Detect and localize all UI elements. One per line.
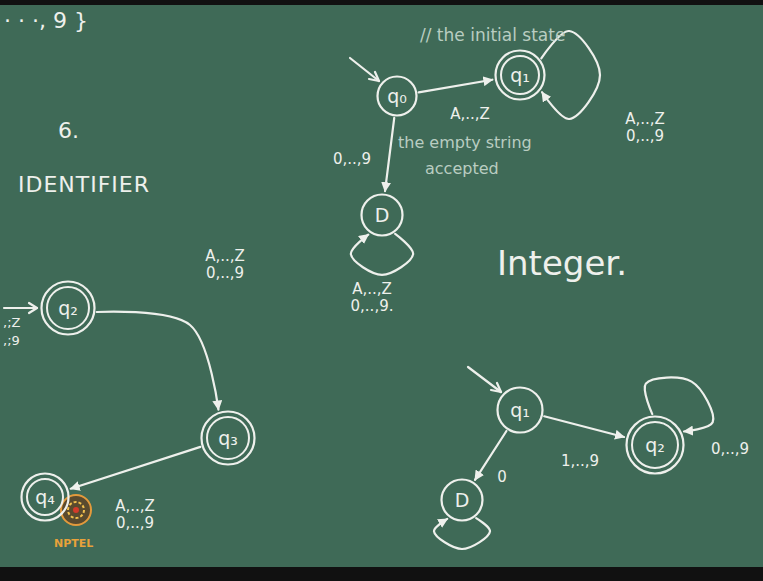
self-loop bbox=[351, 234, 413, 275]
state-name: q₀ bbox=[387, 86, 407, 107]
transition-arrow bbox=[385, 118, 394, 191]
state-circle: q₁ bbox=[496, 386, 544, 434]
set-fragment: · · ·, 9 } bbox=[4, 8, 88, 33]
faint-note: the empty string bbox=[398, 134, 532, 152]
board-frame bbox=[0, 567, 763, 581]
transition-label-box: A,..,Z 0,..,9 bbox=[105, 498, 165, 533]
state-circle: D bbox=[440, 478, 484, 522]
transition-label-box: A,..,Z 0,..,9 bbox=[614, 111, 676, 146]
state-text: q₂ bbox=[58, 298, 78, 319]
state-ring bbox=[362, 195, 403, 236]
item-number: 6. bbox=[58, 118, 79, 143]
start-arrowhead bbox=[369, 72, 379, 81]
state-circle: q₀ bbox=[376, 75, 418, 117]
transition-label: A,..,Z bbox=[448, 106, 492, 123]
accept-ring bbox=[207, 417, 249, 459]
transition-label-box: 1,..,9 bbox=[559, 453, 601, 470]
accept-state: q₁ bbox=[494, 49, 546, 101]
transition-label: 0 bbox=[495, 469, 509, 486]
transition-label-box: A,..,Z 0,..,9 bbox=[194, 248, 256, 283]
transition-label: 0,..,9 bbox=[331, 151, 373, 168]
start-arrow bbox=[4, 307, 37, 309]
transition-label-box: 0 bbox=[495, 469, 509, 486]
state-text: q₁ bbox=[510, 65, 530, 86]
transition-label-box: 0,..,9 bbox=[709, 441, 751, 458]
transition-label: 0,..,9 bbox=[709, 441, 751, 458]
transition-label: A,..,Z 0,..,9 bbox=[194, 248, 256, 283]
state-ring bbox=[42, 282, 95, 335]
start-arrowhead bbox=[29, 303, 37, 313]
transition-label: ,;9 bbox=[3, 334, 20, 349]
accept-ring bbox=[27, 479, 63, 515]
transition-label: 1,..,9 bbox=[559, 453, 601, 470]
state-circle: D bbox=[360, 193, 404, 237]
transition-label: ,;Z bbox=[3, 316, 20, 331]
state-name: q₁ bbox=[510, 400, 530, 421]
state-ring bbox=[496, 51, 545, 100]
transition-label-box: A,..,Z 0,..,9. bbox=[341, 281, 403, 316]
state-text: q₃ bbox=[218, 428, 238, 449]
logo-petals bbox=[68, 502, 84, 518]
accept-state: q₃ bbox=[200, 410, 256, 466]
accept-state: q₂ bbox=[625, 415, 685, 475]
transition-label: A,..,Z 0,..,9. bbox=[341, 281, 403, 316]
state-text: D bbox=[375, 205, 390, 226]
state-name: q₂ bbox=[645, 435, 665, 456]
state-name: q₂ bbox=[58, 298, 78, 319]
section-heading: IDENTIFIER bbox=[18, 172, 150, 197]
state-name: D bbox=[375, 205, 390, 226]
accept-ring bbox=[47, 287, 89, 329]
state-ring bbox=[627, 417, 684, 474]
accept-ring bbox=[501, 56, 539, 94]
transition-arrow bbox=[71, 447, 201, 489]
start-arrowhead bbox=[491, 383, 501, 392]
transition-arrow bbox=[544, 416, 624, 437]
state-ring bbox=[378, 77, 417, 116]
board-frame bbox=[0, 0, 763, 5]
start-arrow bbox=[468, 367, 501, 392]
logo-text: NPTEL bbox=[54, 538, 93, 551]
state-text: q₀ bbox=[387, 86, 407, 107]
state-text: q₁ bbox=[510, 400, 530, 421]
section-heading: Integer. bbox=[497, 244, 627, 283]
logo-center bbox=[73, 507, 79, 513]
state-name: D bbox=[455, 490, 470, 511]
state-name: q₃ bbox=[218, 428, 238, 449]
start-arrow bbox=[350, 58, 379, 81]
transition-label: A,..,Z 0,..,9 bbox=[614, 111, 676, 146]
accept-state: q₄ bbox=[20, 472, 70, 522]
transition-label-box: A,..,Z bbox=[448, 106, 492, 123]
state-name: q₁ bbox=[510, 65, 530, 86]
state-ring bbox=[22, 474, 69, 521]
state-text: D bbox=[455, 490, 470, 511]
faint-note: // the initial state bbox=[420, 26, 565, 46]
state-text: q₂ bbox=[645, 435, 665, 456]
accept-ring bbox=[632, 422, 678, 468]
transition-label-box: 0,..,9 bbox=[331, 151, 373, 168]
faint-note: accepted bbox=[425, 160, 499, 178]
transition-label: A,..,Z 0,..,9 bbox=[105, 498, 165, 533]
state-ring bbox=[498, 388, 543, 433]
transition-arrow bbox=[97, 312, 219, 410]
accept-state: q₂ bbox=[40, 280, 96, 336]
self-loop bbox=[645, 377, 713, 431]
transition-arrow bbox=[419, 80, 493, 93]
state-name: q₄ bbox=[35, 487, 55, 508]
state-ring bbox=[442, 480, 483, 521]
state-text: q₄ bbox=[35, 487, 55, 508]
self-loop bbox=[434, 518, 490, 549]
state-ring bbox=[202, 412, 255, 465]
